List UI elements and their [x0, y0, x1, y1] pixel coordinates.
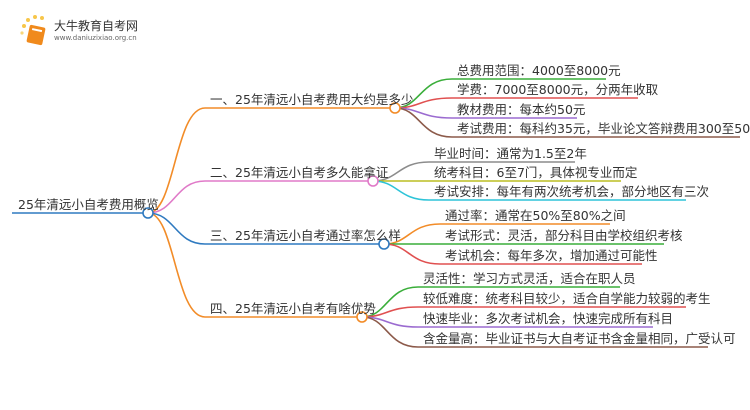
leaf[interactable]: 学费：7000至8000元，分两年收取: [457, 82, 659, 97]
branch-connector: [147, 212, 362, 318]
leaf[interactable]: 毕业时间：通常为1.5至2年: [434, 146, 587, 161]
leaf[interactable]: 考试形式：灵活，部分科目由学校组织考核: [445, 228, 683, 243]
leaf-connector: [394, 107, 740, 138]
leaf[interactable]: 快速毕业：多次考试机会，快速完成所有科目: [423, 311, 674, 326]
branch-collapse-toggle[interactable]: [378, 238, 390, 250]
leaf[interactable]: 灵活性：学习方式灵活，适合在职人员: [423, 271, 636, 286]
leaf-connector: [383, 243, 642, 265]
branch-1-label[interactable]: 一、25年清远小自考费用大约是多少: [210, 92, 414, 107]
leaf[interactable]: 考试费用：每科约35元，毕业论文答辩费用300至500元: [457, 121, 750, 136]
leaf[interactable]: 教材费用：每本约50元: [457, 102, 586, 117]
branch-connector: [147, 180, 373, 214]
root-node[interactable]: 25年清远小自考费用概览: [18, 197, 159, 212]
leaf-connector: [361, 316, 708, 348]
logo-title: 大牛教育自考网: [54, 19, 139, 33]
leaf[interactable]: 考试安排：每年有两次统考机会，部分地区有三次: [434, 184, 710, 199]
leaf[interactable]: 通过率：通常在50%至80%之间: [445, 208, 626, 223]
branch-2-label[interactable]: 二、25年清远小自考多久能拿证: [210, 165, 389, 180]
branch-connector: [147, 212, 384, 245]
logo-icon: [18, 14, 52, 52]
root-collapse-toggle[interactable]: [142, 207, 154, 219]
branch-collapse-toggle[interactable]: [389, 102, 401, 114]
leaf[interactable]: 统考科目：6至7门，具体视专业而定: [434, 165, 638, 180]
branch-collapse-toggle[interactable]: [367, 175, 379, 187]
leaf[interactable]: 考试机会：每年多次，增加通过可能性: [445, 248, 658, 263]
leaf[interactable]: 较低难度：统考科目较少，适合自学能力较弱的考生: [423, 291, 711, 306]
branch-collapse-toggle[interactable]: [356, 311, 368, 323]
branch-3-label[interactable]: 三、25年清远小自考通过率怎么样: [210, 228, 401, 243]
leaf[interactable]: 总费用范围：4000至8000元: [457, 63, 621, 78]
branch-4-label[interactable]: 四、25年清远小自考有啥优势: [210, 301, 376, 316]
leaf-connector: [372, 180, 686, 201]
branch-connector: [147, 107, 395, 214]
logo-url: www.daniuzixiao.org.cn: [54, 34, 137, 42]
leaf[interactable]: 含金量高：毕业证书与大自考证书含金量相同，广受认可: [423, 331, 736, 346]
